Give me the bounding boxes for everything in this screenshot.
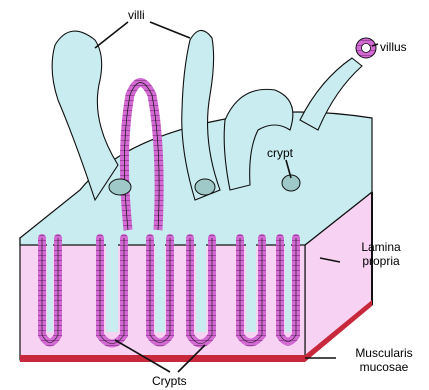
crypt-opening-2 [195, 179, 215, 195]
label-lamina-line1: Lamina [346, 240, 416, 254]
label-lamina-line2: propria [346, 254, 416, 268]
label-villi: villi [128, 8, 145, 22]
label-crypts: Crypts [152, 374, 187, 388]
label-muscularis-line2: mucosae [341, 360, 427, 374]
label-muscularis-mucosae: Muscularis mucosae [341, 346, 427, 374]
label-lamina-propria: Lamina propria [346, 240, 416, 268]
villus-left [52, 31, 118, 200]
label-muscularis-line1: Muscularis [341, 346, 427, 360]
label-villus: villus [380, 40, 407, 54]
label-crypt: crypt [267, 146, 293, 160]
crypt-opening-1 [109, 179, 131, 195]
